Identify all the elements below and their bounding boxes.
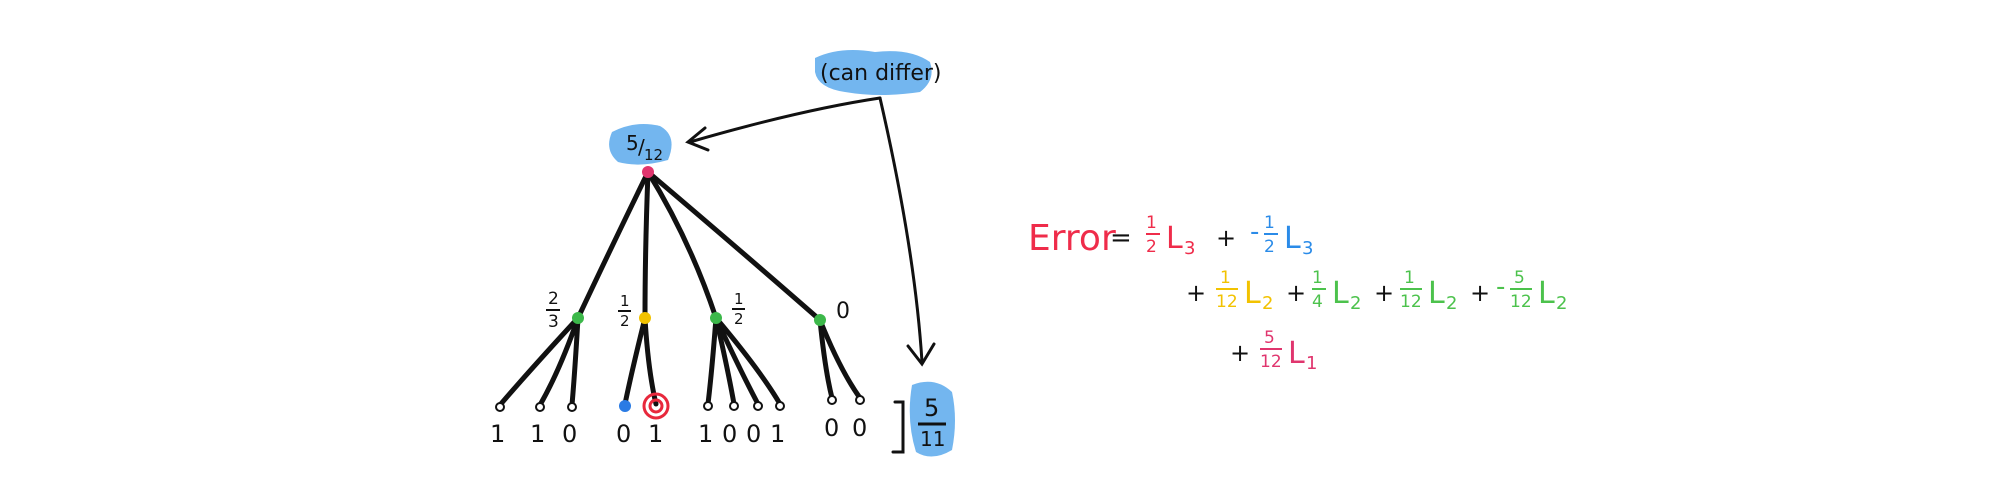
child-3-label-den: 2 — [734, 310, 744, 328]
root-label-den: 12 — [644, 146, 663, 164]
leaf-label: 0 — [722, 420, 737, 448]
plus-sign: + — [1470, 279, 1490, 307]
leaf-marker — [775, 401, 785, 411]
term-denominator: 2 — [1146, 237, 1157, 257]
leaf-marker — [753, 401, 763, 411]
term-denominator: 4 — [1312, 292, 1323, 312]
term-L: L — [1288, 336, 1305, 371]
equals-sign: = — [1110, 223, 1132, 253]
arrow-to-bracket — [878, 96, 936, 367]
term-denominator: 12 — [1216, 292, 1238, 312]
term-numerator: 1 — [1264, 213, 1275, 233]
circled-leaf-inner — [648, 398, 664, 414]
child-labels: 2 3 1 2 1 2 0 — [546, 289, 850, 332]
term-L: L — [1538, 276, 1555, 311]
term-numerator: 5 — [1264, 328, 1275, 348]
term-subscript: 2 — [1556, 293, 1567, 314]
child-2-label-den: 2 — [620, 312, 630, 330]
leaf-label: 0 — [852, 414, 867, 442]
root-edges — [575, 169, 823, 323]
term-numerator: 1 — [1146, 213, 1157, 233]
plus-sign: + — [1216, 224, 1236, 252]
leaf-marker — [703, 401, 713, 411]
root-label-num: 5 — [626, 131, 639, 155]
leaf-marker — [729, 401, 739, 411]
leaf-marker — [855, 395, 865, 405]
bracket-highlight — [909, 381, 955, 457]
bracket-value-den: 11 — [920, 427, 945, 451]
leaf-label: 0 — [824, 414, 839, 442]
leaf-edges — [497, 315, 863, 408]
leaf-label: 0 — [562, 420, 577, 448]
child-1-label-den: 3 — [548, 312, 559, 332]
root-node — [642, 166, 654, 178]
leaf-marker — [827, 395, 837, 405]
leaf-marker — [495, 402, 505, 412]
term-denominator: 12 — [1510, 292, 1532, 312]
leaf-label: 1 — [530, 420, 545, 448]
term-subscript: 2 — [1446, 293, 1457, 314]
leaf-label: 1 — [648, 420, 663, 448]
leaf-markers — [495, 392, 865, 420]
term-denominator: 12 — [1260, 352, 1282, 372]
term-sign: - — [1496, 272, 1505, 302]
leaf-label: 1 — [698, 420, 713, 448]
child-node-1 — [572, 312, 584, 324]
term-subscript: 3 — [1184, 238, 1195, 259]
term-denominator: 2 — [1264, 237, 1275, 257]
leaf-label: 0 — [746, 420, 761, 448]
term-L: L — [1244, 276, 1261, 311]
plus-sign: + — [1230, 339, 1250, 367]
leaf-label: 1 — [490, 420, 505, 448]
term-L: L — [1428, 276, 1445, 311]
child-1-label-num: 2 — [548, 289, 559, 309]
arrow-to-root — [685, 96, 882, 152]
term-sign: - — [1250, 217, 1259, 247]
leaf-marker — [535, 402, 545, 412]
error-label: Error — [1028, 218, 1116, 259]
child-node-3 — [710, 312, 722, 324]
term-subscript: 1 — [1306, 353, 1317, 374]
plus-sign: + — [1186, 279, 1206, 307]
circled-leaf-outer — [642, 392, 670, 420]
term-numerator: 1 — [1220, 268, 1231, 288]
term-numerator: 1 — [1404, 268, 1415, 288]
term-denominator: 12 — [1400, 292, 1422, 312]
term-numerator: 5 — [1514, 268, 1525, 288]
annotation-label: (can differ) — [820, 61, 942, 86]
bracket-value-num: 5 — [924, 394, 939, 422]
bracket-group: 5 11 — [891, 381, 955, 457]
annotation-highlight — [815, 50, 932, 95]
leaf-label: 1 — [770, 420, 785, 448]
root-label-slash: / — [638, 135, 645, 159]
term-subscript: 3 — [1302, 238, 1313, 259]
term-subscript: 2 — [1350, 293, 1361, 314]
child-node-4 — [814, 314, 826, 326]
plus-sign: + — [1374, 279, 1394, 307]
term-L: L — [1332, 276, 1349, 311]
blue-leaf-node — [619, 400, 631, 412]
child-2-label-num: 1 — [620, 292, 630, 310]
nodes — [572, 166, 826, 326]
plus-sign: + — [1286, 279, 1306, 307]
term-subscript: 2 — [1262, 293, 1273, 314]
root-node-group: 5 / 12 — [609, 124, 672, 165]
leaf-labels: 1 1 0 0 1 1 0 0 1 0 0 — [490, 414, 867, 448]
leaf-marker — [567, 402, 577, 412]
leaf-label: 0 — [616, 420, 631, 448]
child-3-label-num: 1 — [734, 290, 744, 308]
term-numerator: 1 — [1312, 268, 1323, 288]
term-L: L — [1166, 221, 1183, 256]
child-4-label: 0 — [836, 299, 850, 324]
term-L: L — [1284, 221, 1301, 256]
annotation-can-differ: (can differ) — [815, 50, 942, 95]
root-highlight — [609, 124, 672, 165]
child-node-2 — [639, 312, 651, 324]
